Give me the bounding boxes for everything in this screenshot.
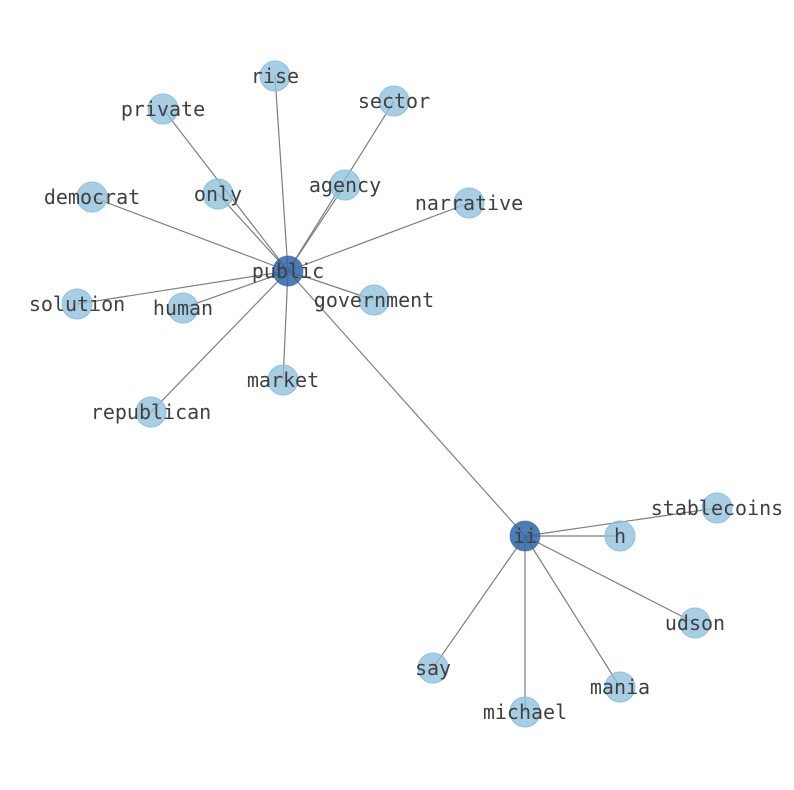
- node-label-solution: solution: [29, 292, 125, 316]
- edge-public-only: [217, 193, 289, 272]
- node-label-narrative: narrative: [415, 191, 523, 215]
- node-label-sector: sector: [358, 89, 430, 113]
- node-label-republican: republican: [91, 400, 211, 424]
- node-label-only: only: [194, 182, 242, 206]
- node-solution: [61, 288, 93, 320]
- node-label-mania: mania: [590, 675, 650, 699]
- edge-public-solution: [76, 270, 289, 305]
- node-rise: [259, 60, 291, 92]
- node-public: [272, 255, 304, 287]
- node-label-stablecoins: stablecoins: [651, 496, 783, 520]
- node-label-public: public: [252, 259, 324, 283]
- node-government: [358, 284, 390, 316]
- node-label-private: private: [121, 97, 205, 121]
- label-layer: public ii rise private sector democrat only age…: [29, 64, 783, 724]
- edge-ii-udson: [524, 535, 696, 624]
- node-agency: [329, 169, 361, 201]
- node-narrative: [453, 187, 485, 219]
- node-h: [604, 520, 636, 552]
- node-label-h: h: [614, 524, 626, 548]
- node-market: [267, 364, 299, 396]
- node-ii: [509, 520, 541, 552]
- node-private: [147, 93, 179, 125]
- edge-ii-say: [432, 535, 526, 669]
- node-sector: [378, 85, 410, 117]
- edge-layer: [76, 75, 718, 712]
- node-label-ii: ii: [513, 524, 537, 548]
- node-human: [167, 292, 199, 324]
- node-say: [417, 652, 449, 684]
- node-label-rise: rise: [251, 64, 299, 88]
- node-democrat: [76, 181, 108, 213]
- node-udson: [679, 607, 711, 639]
- node-republican: [135, 396, 167, 428]
- node-stablecoins: [701, 492, 733, 524]
- edge-public-human: [182, 270, 289, 309]
- node-label-government: government: [314, 288, 434, 312]
- node-only: [202, 178, 234, 210]
- node-label-human: human: [153, 296, 213, 320]
- node-michael: [509, 696, 541, 728]
- edge-public-democrat: [91, 196, 289, 272]
- edge-ii-mania: [524, 535, 621, 688]
- edge-public-rise: [274, 75, 289, 272]
- edge-public-republican: [150, 270, 289, 413]
- node-label-democrat: democrat: [44, 185, 140, 209]
- node-label-udson: udson: [665, 611, 725, 635]
- node-label-market: market: [247, 368, 319, 392]
- edge-public-narrative: [287, 202, 470, 272]
- edge-public-ii: [287, 270, 526, 537]
- node-label-say: say: [415, 656, 451, 680]
- edge-public-agency: [287, 184, 346, 272]
- node-label-agency: agency: [309, 173, 381, 197]
- edge-public-market: [282, 270, 289, 381]
- node-layer: [61, 60, 733, 728]
- node-label-michael: michael: [483, 700, 567, 724]
- node-mania: [604, 671, 636, 703]
